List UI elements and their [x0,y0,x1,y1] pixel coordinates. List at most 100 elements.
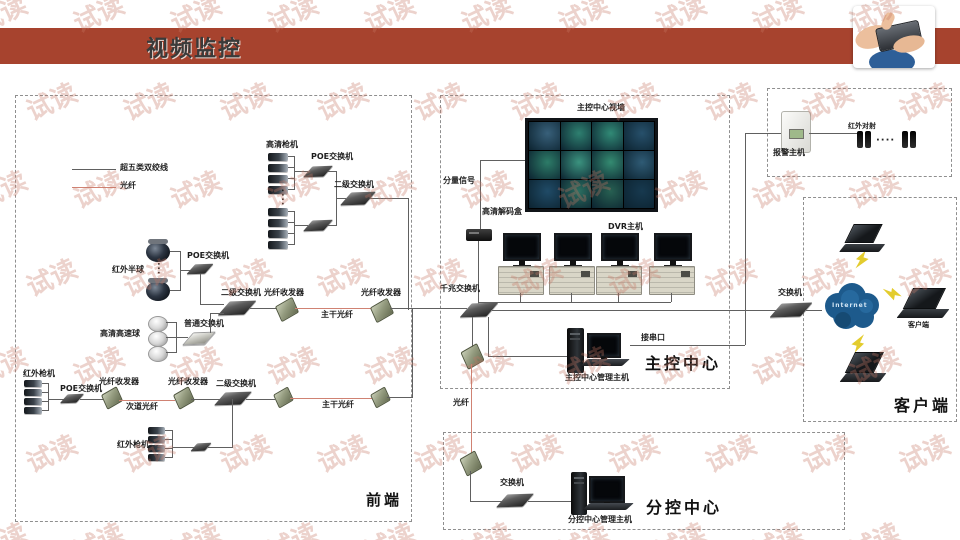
internet-cloud-icon: Internet [818,276,884,334]
branch-fiber-label: 次道光纤 [126,402,158,411]
bullet-camera-icon [268,164,288,172]
connector-line [336,198,346,199]
connector-line [172,447,194,448]
fiber-label: 光纤 [453,398,469,407]
connector-line [390,308,467,309]
ir-beam-sensor-icon [865,131,871,148]
video-wall-cell [529,122,560,150]
fiber-transceiver-label: 光纤收发器 [264,288,304,297]
connector-line [630,345,745,346]
connector-line [170,290,180,291]
poe-switch-label: POE交换机 [187,251,230,260]
sub-mgmt-host-label: 分控中心管理主机 [568,515,632,524]
bullet-camera-icon [148,427,165,434]
connector-line [166,322,176,323]
hd-decoder-label: 高清解码盒 [482,207,522,216]
speed-dome-icon [148,316,168,332]
connector-line [288,189,294,190]
ir-beam-label: 红外对射 [848,122,876,130]
connector-line [480,160,481,230]
switch-label: 交换机 [500,478,524,487]
serial-port-label: 接串口 [641,333,665,342]
alarm-box [767,88,952,177]
sub-center-title: 分控中心 [646,498,723,517]
connector-line [294,171,308,172]
ellipsis-icon: ···· [276,188,287,207]
hd-bullet-label: 高清枪机 [266,140,298,149]
connector-line [492,310,777,311]
connector-line [571,293,572,302]
hd-decoder-icon [466,229,492,241]
ir-bullet-label: 红外枪机 [117,440,149,449]
connector-line [232,399,233,448]
connector-line [618,293,619,302]
video-wall-cell [623,151,654,179]
watermark: 试读 [748,342,808,392]
video-wall-cell [623,122,654,150]
bullet-camera-icon [24,380,42,387]
connector-line [470,501,503,502]
connector-line [42,392,48,393]
connector-line [294,225,308,226]
bullet-camera-icon [268,175,288,183]
pc-monitor-icon [587,333,621,364]
connector-line [288,244,294,245]
secondary-switch-label: 二级交换机 [334,180,374,189]
connector-line [166,352,176,353]
laptop-icon [839,352,887,382]
connector-line [480,160,525,161]
connector-line [210,313,224,314]
connector-line [408,198,409,310]
watermark: 试读 [843,513,906,540]
bullet-camera-icon [268,230,288,238]
dome-camera-icon [146,239,170,262]
ordinary-switch-label: 普通交换机 [184,319,224,328]
video-wall-cell [560,122,591,150]
secondary-switch-label: 二级交换机 [221,288,261,297]
control-center-title: 主控中心 [645,354,722,373]
alarm-host-icon [781,111,811,153]
connector-line [294,156,295,190]
video-wall-cell [592,122,623,150]
connector-line [165,457,172,458]
ir-beam-sensor-icon [910,131,916,148]
connector-line [370,198,408,199]
video-wall-cell [560,151,591,179]
connector-line [472,317,473,348]
connector-line [488,356,567,357]
video-wall [525,118,658,212]
page-title: 视频监控 [146,37,243,62]
video-wall-cell [529,180,560,208]
bullet-camera-icon [148,445,165,452]
cloud-label: Internet [832,302,868,309]
fiber-transceiver-label: 光纤收发器 [99,377,139,386]
fiber-line [119,400,175,401]
dome-camera-icon [146,278,170,301]
connector-line [176,337,188,338]
connector-line [191,399,220,400]
connector-line [328,225,336,226]
connector-line [528,501,572,502]
speed-dome-label: 高清高速球 [100,329,140,338]
connector-line [288,156,294,157]
control-center-box [440,95,730,389]
laptop-icon [838,224,886,252]
laptop-icon [896,288,950,318]
connector-line [806,310,822,311]
connector-line [48,383,49,411]
connector-line [470,471,471,502]
keyboard-icon [582,503,634,510]
dvr-monitor-icon [601,233,639,267]
bullet-camera-icon [24,389,42,396]
watermark: 试读 [895,430,955,480]
mgmt-host-label: 主控中心管理主机 [565,373,629,382]
dvr-monitor-icon [654,233,692,267]
dvr-server-icon [649,266,695,295]
switch-label: 交换机 [778,288,802,297]
video-wall-cell [592,180,623,208]
header-bar [0,28,960,64]
poe-switch-label: POE交换机 [60,384,103,393]
connector-line [520,293,521,302]
connector-line [42,410,48,411]
